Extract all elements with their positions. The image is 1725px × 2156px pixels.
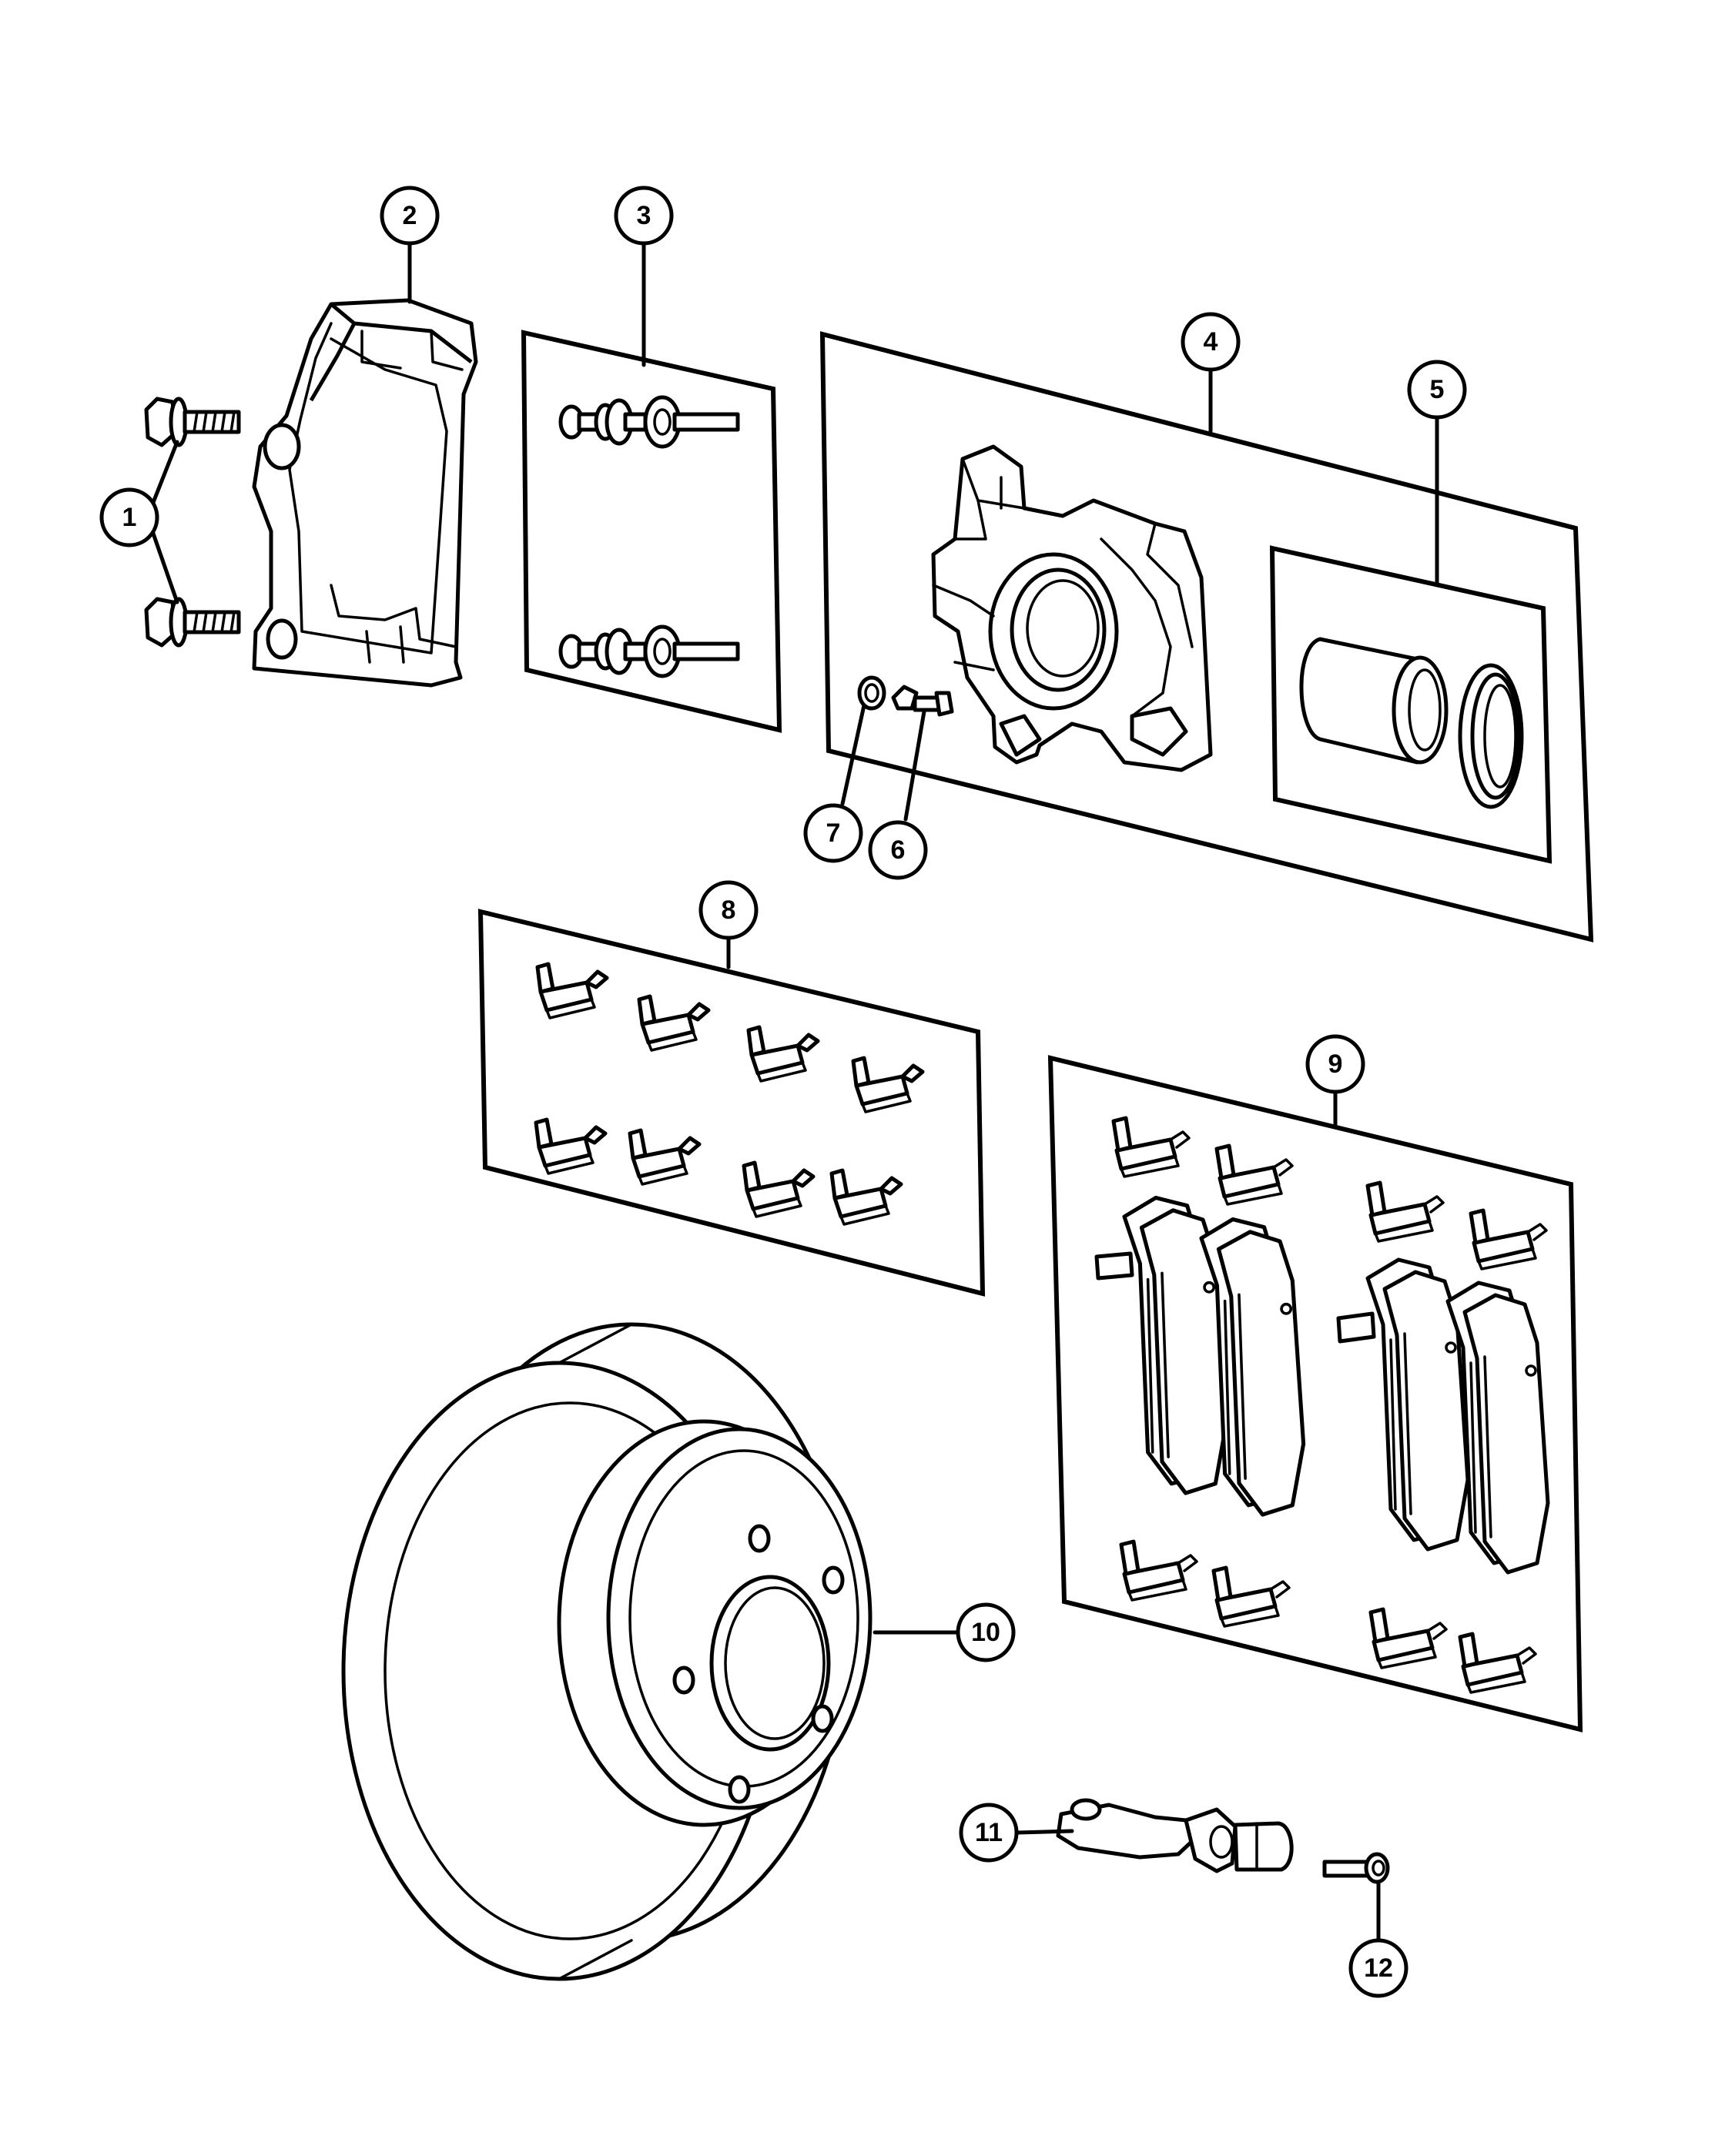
callout-2-label: 2: [403, 201, 417, 230]
callout-3-label: 3: [637, 201, 651, 230]
callout-10[interactable]: 10: [956, 1602, 1016, 1662]
callout-5-label: 5: [1430, 375, 1445, 404]
brake-rotor-icon: [341, 1322, 873, 1981]
callout-1-label: 1: [122, 503, 137, 532]
callout-7[interactable]: 7: [803, 803, 863, 863]
callout-11[interactable]: 11: [959, 1803, 1019, 1863]
callout-9[interactable]: 9: [1305, 1034, 1365, 1094]
callout-leader-1: [150, 440, 179, 604]
bleeder-screw-icon: [891, 685, 954, 717]
callout-11-label: 11: [975, 1818, 1003, 1847]
callout-leader-11: [1016, 1829, 1074, 1835]
callout-3[interactable]: 3: [614, 186, 674, 246]
callout-12-label: 12: [1364, 1953, 1393, 1983]
brake-caliper-icon: [931, 444, 1213, 772]
callout-leader-6: [903, 709, 926, 822]
bleeder-cap-icon: [857, 675, 886, 711]
callout-4-label: 4: [1204, 327, 1218, 357]
brake-pad-kit-icon: [1094, 1118, 1548, 1692]
callout-2[interactable]: 2: [380, 186, 440, 246]
wheel-speed-sensor-icon: [1056, 1798, 1294, 1873]
callout-7-label: 7: [826, 819, 841, 848]
bolt-icon: [146, 399, 239, 645]
callout-12[interactable]: 12: [1348, 1938, 1408, 1998]
callout-8-label: 8: [722, 896, 736, 925]
callout-10-label: 10: [971, 1618, 1000, 1647]
sensor-bolt-icon: [1322, 1852, 1390, 1884]
caliper-adapter-icon: [252, 298, 478, 688]
callout-leader-7: [840, 703, 866, 806]
callout-6[interactable]: 6: [868, 820, 928, 880]
callout-6-label: 6: [891, 835, 906, 865]
piston-seal-kit-icon: [1299, 637, 1524, 809]
callout-4[interactable]: 4: [1181, 312, 1241, 372]
callout-9-label: 9: [1328, 1050, 1343, 1079]
callout-5[interactable]: 5: [1407, 360, 1467, 420]
guide-pin-kit-panel: [521, 330, 782, 733]
callout-8[interactable]: 8: [698, 880, 759, 940]
callout-1[interactable]: 1: [99, 487, 159, 547]
